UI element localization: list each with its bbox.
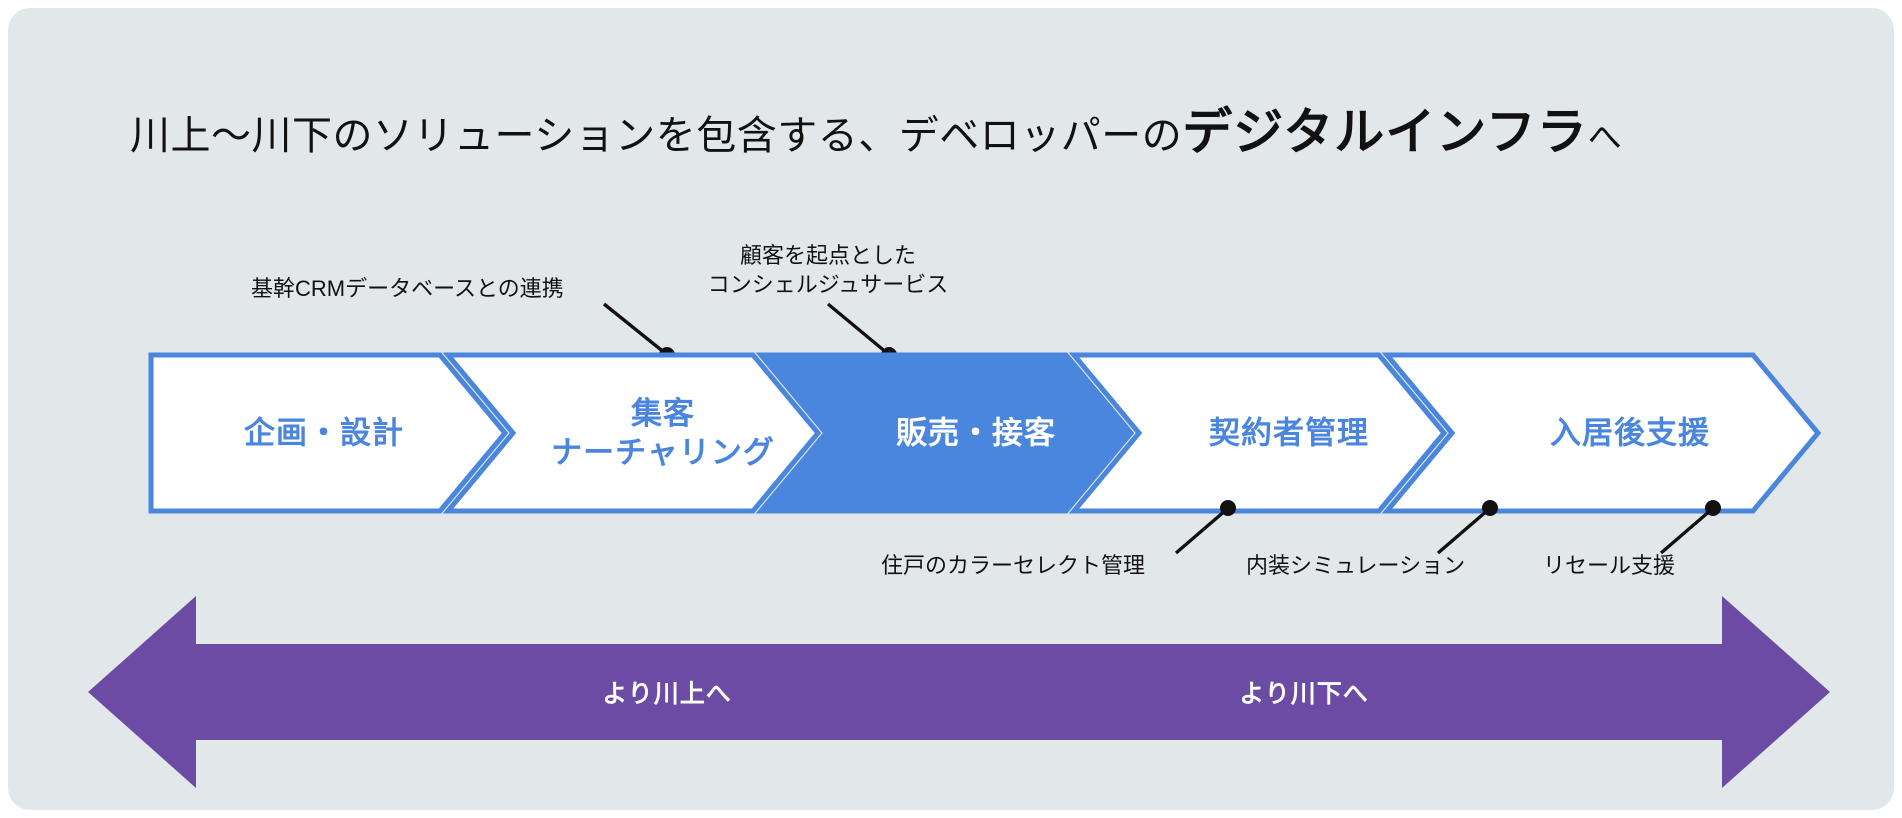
stage-label-3: 販売・接客	[896, 415, 1056, 451]
title-suffix: へ	[1587, 119, 1623, 157]
diagram-panel: 川上〜川下のソリューションを包含する、デベロッパーのデジタルインフラへ	[8, 8, 1894, 810]
leader-concierge	[826, 302, 889, 355]
page-title: 川上〜川下のソリューションを包含する、デベロッパーのデジタルインフラへ	[130, 92, 1622, 164]
callout-concierge: 顧客を起点とした コンシェルジュサービス	[668, 241, 988, 299]
callout-concierge-line2: コンシェルジュサービス	[707, 272, 949, 298]
callout-color-select: 住戸のカラーセレクト管理	[881, 553, 1146, 578]
title-emphasis: デジタルインフラ	[1182, 104, 1588, 160]
callout-simulation: 内装シミュレーション	[1246, 553, 1466, 578]
river-label-downstream: より川下へ	[1239, 680, 1369, 708]
stage-shape-2[interactable]	[442, 352, 822, 514]
callout-resale: リセール支援	[1543, 553, 1676, 578]
stage-label-1: 企画・設計	[244, 415, 404, 451]
leader-resale	[1659, 508, 1713, 555]
flow-diagram	[88, 302, 1830, 788]
leader-color-select	[1174, 508, 1228, 555]
river-label-upstream: より川上へ	[602, 680, 732, 708]
callout-crm: 基幹CRMデータベースとの連携	[251, 276, 564, 301]
stage-shape-1[interactable]	[148, 352, 509, 514]
leader-crm	[602, 302, 667, 355]
stage-shape-5[interactable]	[1381, 352, 1822, 514]
river-direction-arrow	[88, 596, 1830, 788]
stage-label-4: 契約者管理	[1209, 415, 1369, 451]
stage-label-5: 入居後支援	[1550, 415, 1710, 451]
stage-label-2: 集客 ナーチャリング	[551, 395, 775, 470]
leader-simulation	[1436, 508, 1490, 555]
title-prefix: 川上〜川下のソリューションを包含する、デベロッパーの	[130, 114, 1183, 158]
stage-shape-4[interactable]	[1068, 352, 1448, 514]
stage-shape-3[interactable]	[755, 352, 1135, 514]
callout-concierge-line1: 顧客を起点とした	[739, 243, 916, 268]
